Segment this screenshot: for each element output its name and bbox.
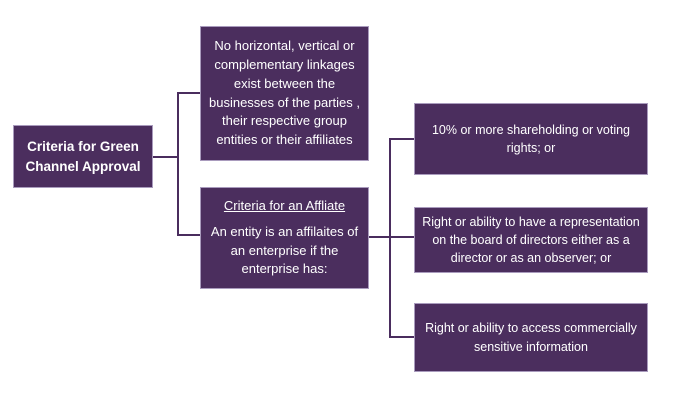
criterion-box-sensitive-information: Right or ability to access commercially … [414,303,648,372]
criterion-board-representation-label: Right or ability to have a representatio… [422,214,640,266]
branch-box-no-linkages: No horizontal, vertical or complementary… [200,26,369,161]
affiliate-criteria-title: Criteria for an Affliate [223,197,346,213]
criterion-box-board-representation: Right or ability to have a representatio… [414,207,648,273]
connector-affiliate-stub [368,236,415,238]
branch-box-no-linkages-label: No horizontal, vertical or complementary… [208,37,361,148]
root-box-label: Criteria for Green Channel Approval [25,138,141,174]
root-box-green-channel-criteria: Criteria for Green Channel Approval [13,125,153,188]
connector-left-vertical [177,92,179,236]
branch-box-affiliate-criteria: Criteria for an Affliate An entity is an… [200,187,369,289]
connector-branch-information [389,336,415,338]
criterion-box-shareholding: 10% or more shareholding or voting right… [414,103,648,175]
criterion-sensitive-information-label: Right or ability to access commercially … [425,321,637,354]
criterion-shareholding-label: 10% or more shareholding or voting right… [431,122,631,155]
connector-branch-linkages [177,92,201,94]
connector-root-stub [153,156,178,158]
connector-branch-shareholding [389,138,415,140]
affiliate-criteria-body: An entity is an affilaites of an enterpr… [210,223,359,277]
connector-right-vertical [389,138,391,338]
connector-branch-affiliate [177,234,201,236]
